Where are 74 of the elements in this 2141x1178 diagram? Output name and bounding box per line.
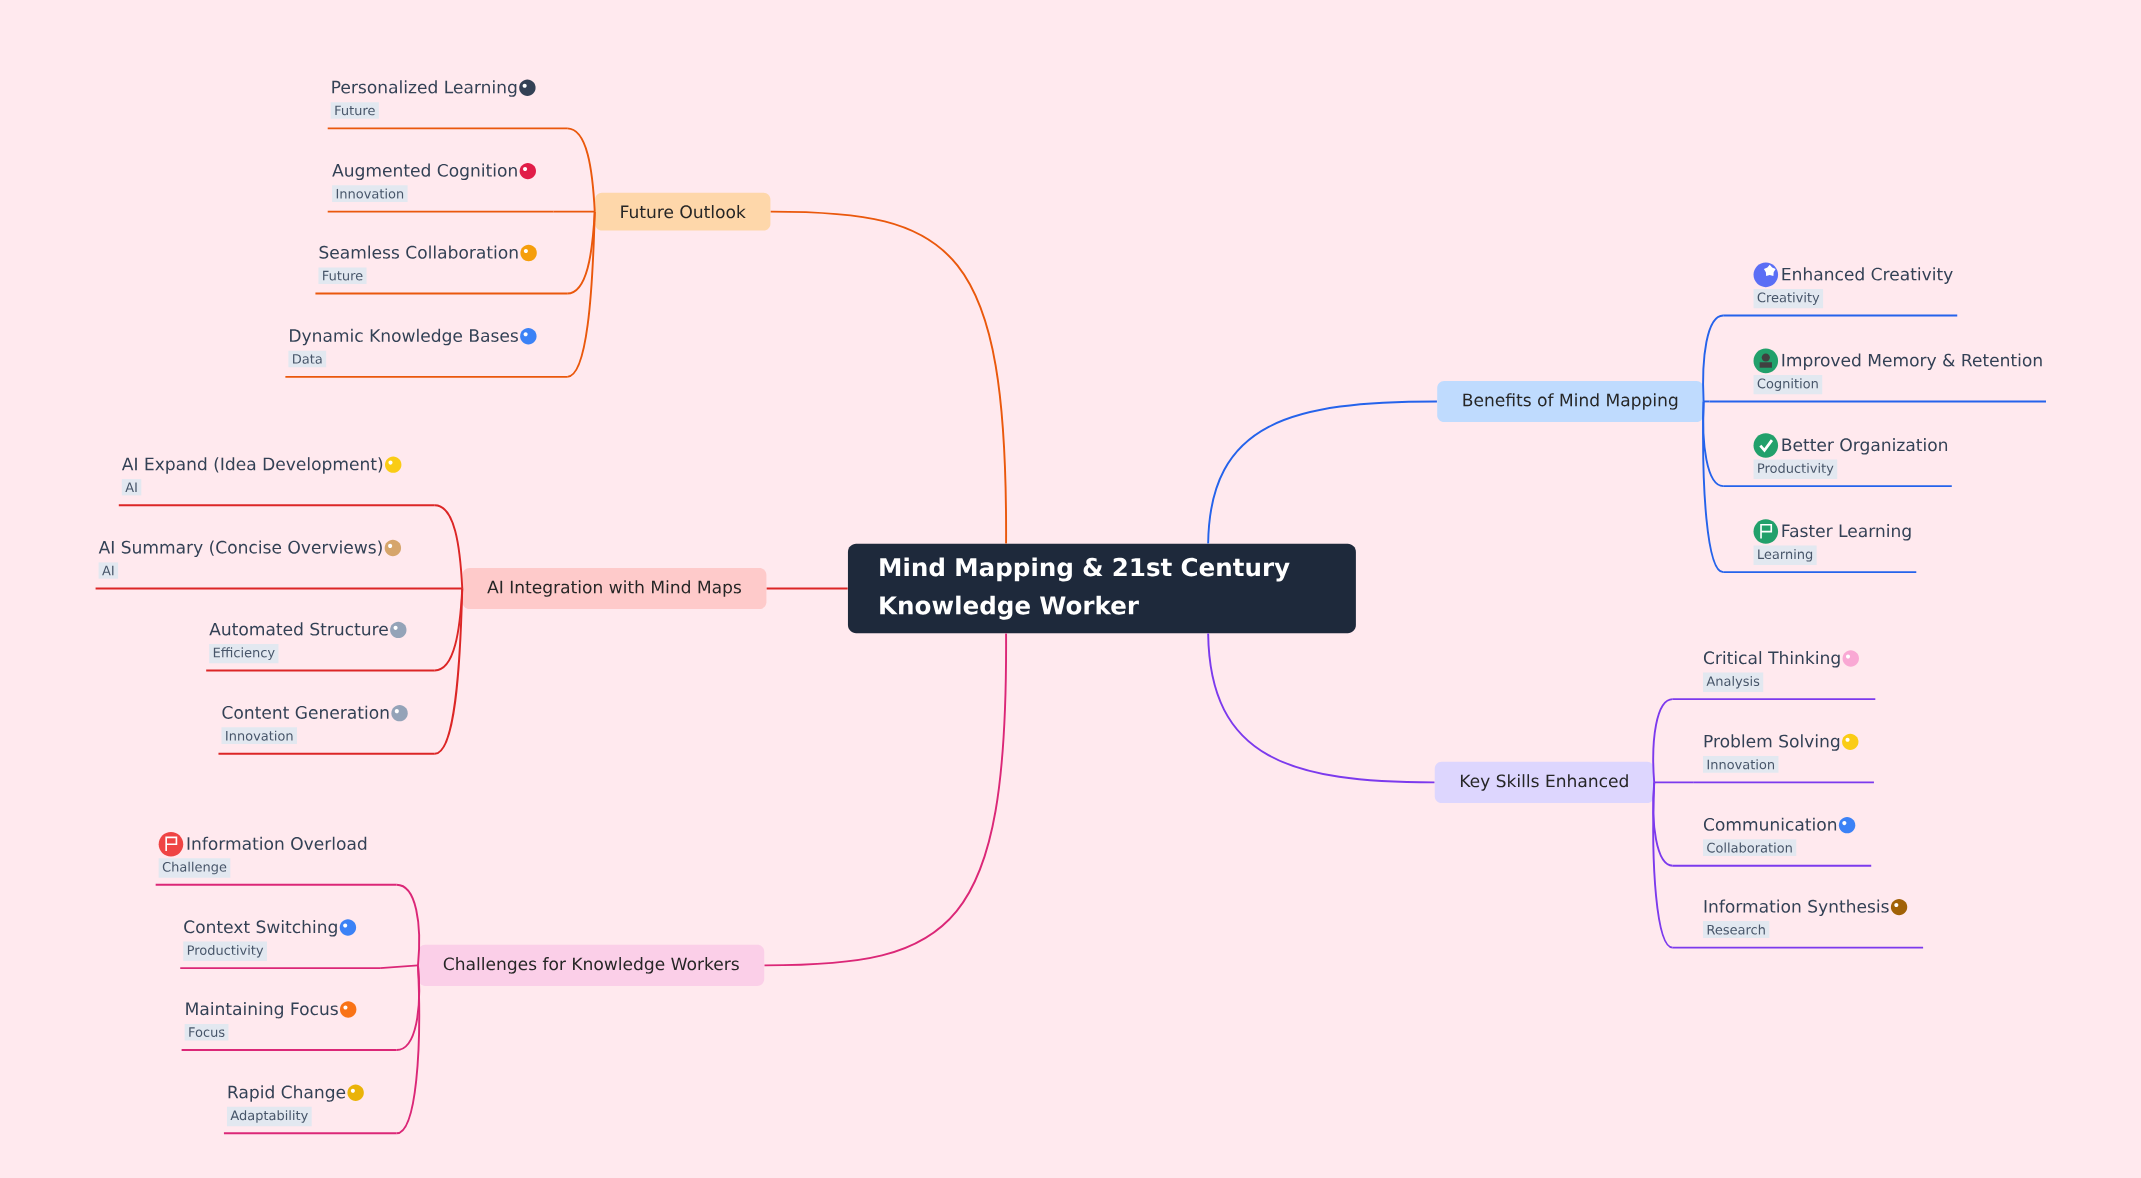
connector-line [566, 210, 596, 378]
underlined-topic [179, 919, 382, 969]
branch-topic-box: Benefits of Mind Mapping [1437, 380, 1704, 422]
tag-label: Future [318, 267, 367, 284]
connector-line [566, 127, 596, 213]
connector-line [1652, 697, 1674, 784]
underlined-topic [217, 704, 436, 755]
connector-line [433, 504, 464, 590]
underlined-topic [1722, 262, 1959, 317]
tag-label: Collaboration [1703, 839, 1797, 856]
underlined-topic [154, 831, 398, 886]
central-topic-box: Mind Mapping & 21st Century Knowledge Worker [847, 543, 1356, 634]
tag-label: AI [98, 562, 119, 579]
connector-line [379, 964, 419, 969]
branch-topic-box: AI Integration with Mind Maps [462, 567, 767, 609]
underlined-topic [314, 244, 569, 295]
connector-line [769, 210, 1008, 545]
topic-text: Maintaining Focus [186, 1001, 338, 1019]
connector-line [416, 587, 464, 590]
topic-text: Context Switching [184, 919, 337, 937]
branch-topic-box: Challenges for Knowledge Workers [418, 944, 765, 986]
topic-text: Augmented Cognition [332, 163, 517, 180]
topic-text: Improved Memory & Retention [1782, 353, 2042, 370]
underlined-topic [180, 1001, 398, 1051]
topic-text: Dynamic Knowledge Bases [290, 328, 518, 346]
topic-text: AI Summary (Concise Overviews) [98, 540, 382, 557]
underlined-topic [205, 621, 436, 672]
tag-label: Efficiency [209, 643, 279, 664]
connector-line [1652, 781, 1674, 949]
underlined-topic [1708, 348, 2047, 403]
connector-line [395, 883, 421, 967]
topic-text: Content Generation [222, 705, 389, 719]
underlined-topic [1722, 519, 1918, 573]
topic-text: Problem Solving [1704, 734, 1840, 751]
topic-text: Information Overload [187, 836, 367, 850]
connector-line [763, 632, 1008, 967]
branch-topic-box: Future Outlook [595, 192, 771, 231]
branch-topic-box: Key Skills Enhanced [1434, 761, 1654, 803]
topic-text: Rapid Change [228, 1085, 346, 1102]
tag-label: Challenge [158, 858, 231, 878]
topic-text: Personalized Learning [332, 80, 517, 97]
underlined-topic [1671, 650, 1877, 700]
topic-text: Seamless Collaboration [319, 245, 518, 259]
topic-text: Faster Learning [1782, 523, 1911, 541]
topic-text: AI Expand (Idea Development) [121, 456, 383, 474]
connector-line [395, 964, 421, 1135]
topic-text: Automated Structure [209, 622, 388, 636]
connector-line [1702, 314, 1725, 403]
underlined-topic [326, 162, 555, 213]
topic-text: Better Organization [1782, 437, 1948, 455]
topic-text: Enhanced Creativity [1782, 267, 1953, 284]
topic-text: Critical Thinking [1703, 650, 1840, 668]
connector-line [1207, 632, 1436, 784]
connector-line [1653, 781, 1695, 784]
underlined-topic [1692, 733, 1875, 784]
tag-label: Productivity [183, 941, 267, 961]
underlined-topic [223, 1084, 398, 1135]
underlined-topic [326, 79, 569, 130]
underlined-topic [94, 539, 418, 590]
underlined-topic [117, 456, 436, 506]
underlined-topic [1671, 898, 1925, 949]
underlined-topic [1722, 433, 1953, 487]
connector-line [765, 587, 849, 590]
topic-text: Information Synthesis [1704, 899, 1889, 916]
connector-line [552, 210, 596, 213]
topic-text: Communication [1703, 817, 1837, 831]
connector-line [433, 587, 464, 755]
underlined-topic [1671, 816, 1873, 867]
tag-label: Future [330, 102, 379, 119]
connector-line [1702, 400, 1711, 403]
underlined-topic [284, 327, 569, 378]
connector-line [1207, 400, 1438, 545]
connector-line [1702, 400, 1725, 573]
tag-label: Innovation [221, 727, 297, 744]
